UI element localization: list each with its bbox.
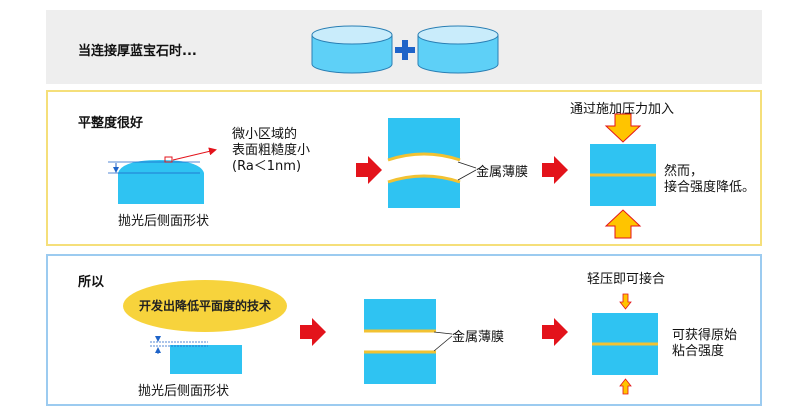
bot-profile-shape [150, 336, 242, 374]
mid-bonded-block [590, 144, 656, 206]
bot-press-arrow-down [619, 293, 632, 310]
plus-icon [395, 40, 415, 60]
flatness-heading: 平整度很好 [78, 116, 144, 131]
bot-pressure-label: 轻压即可接合 [587, 272, 666, 287]
top-title: 当连接厚蓝宝石时... [78, 44, 197, 59]
solution-heading: 所以 [78, 275, 105, 290]
bot-arrow-2 [542, 318, 568, 346]
mid-film-label: 金属薄膜 [476, 165, 529, 180]
mid-result: 然而， 接合强度降低。 [664, 164, 755, 196]
mid-blocks-concave [387, 118, 477, 208]
tech-badge [123, 280, 287, 332]
bot-result: 可获得原始 粘合强度 [672, 328, 737, 360]
sapphire-disc-left [311, 25, 393, 74]
mid-result-line1: 然而， [664, 164, 704, 179]
mid-arrow-1 [356, 156, 382, 184]
mid-pressure-label: 通过施加压力加入 [570, 102, 675, 117]
mid-arrow-2 [542, 156, 568, 184]
bot-arrow-1 [300, 318, 326, 346]
bot-film-label: 金属薄膜 [452, 330, 505, 345]
mid-profile-caption: 抛光后侧面形状 [118, 214, 210, 229]
sapphire-disc-right [417, 25, 499, 74]
mid-profile-shape [108, 147, 217, 204]
bot-profile-caption: 抛光后侧面形状 [138, 384, 230, 399]
bot-press-arrow-up [619, 378, 632, 395]
mid-press-arrow-down [604, 113, 642, 143]
bot-result-line2: 粘合强度 [672, 344, 725, 359]
bot-result-line1: 可获得原始 [672, 328, 738, 343]
roughness-label-line1: 微小区域的 [232, 127, 298, 142]
bot-blocks-flat [364, 299, 453, 384]
mid-press-arrow-up [604, 209, 642, 239]
roughness-label: 微小区域的 表面粗糙度小 (Ra＜1nm) [232, 127, 310, 175]
tech-badge-text: 开发出降低平面度的技术 [139, 298, 271, 313]
mid-result-line2: 接合强度降低。 [664, 180, 756, 195]
roughness-label-line2: 表面粗糙度小 [232, 143, 311, 158]
roughness-label-line3: (Ra＜1nm) [232, 159, 302, 174]
bot-bonded-block [592, 313, 658, 375]
